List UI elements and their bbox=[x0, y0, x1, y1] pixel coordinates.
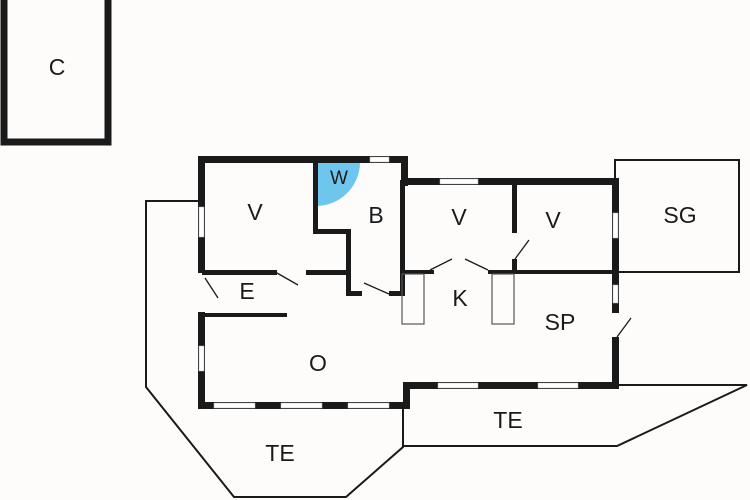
label-kitchen: K bbox=[452, 285, 468, 311]
label-bathroom: B bbox=[368, 202, 383, 228]
label-dining: SP bbox=[545, 309, 576, 335]
kitchen-counters bbox=[401, 273, 515, 325]
interior-walls bbox=[202, 160, 616, 317]
label-bedroom-1: V bbox=[247, 199, 263, 225]
room-terrace-right[interactable] bbox=[402, 384, 748, 447]
label-wc: W bbox=[330, 168, 348, 189]
wc-fixture bbox=[316, 162, 360, 206]
label-bedroom-3: V bbox=[545, 207, 561, 233]
label-terrace-right: TE bbox=[493, 407, 522, 433]
room-carport[interactable] bbox=[0, 0, 112, 146]
room-shed[interactable] bbox=[614, 159, 740, 273]
label-shed: SG bbox=[663, 202, 696, 228]
label-living: O bbox=[309, 350, 327, 376]
doors bbox=[204, 239, 632, 338]
label-carport: C bbox=[49, 54, 66, 80]
windows bbox=[197, 156, 620, 409]
label-entrance: E bbox=[239, 278, 254, 304]
label-bedroom-2: V bbox=[451, 204, 467, 230]
label-terrace-left: TE bbox=[265, 440, 294, 466]
